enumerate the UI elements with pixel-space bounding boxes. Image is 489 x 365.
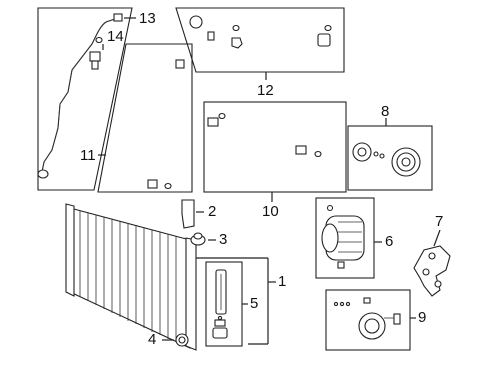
- clutch-coil-center: [364, 318, 380, 334]
- discharge-hose-group: [97, 43, 193, 193]
- callout-4: 4: [148, 331, 157, 348]
- bracket-bolt-2: [422, 268, 430, 276]
- callout-8: 8: [381, 103, 390, 120]
- suction-line-valve: [207, 31, 215, 41]
- suction-hose-fitting-right: [295, 145, 307, 155]
- suction-hose-group: [203, 101, 347, 202]
- clutch-box: [347, 125, 433, 191]
- callout-13: 13: [139, 10, 156, 27]
- compressor-bracket: [413, 245, 451, 297]
- callout-2: 2: [208, 203, 217, 220]
- coil-part-3: [345, 301, 351, 307]
- callout-7: 7: [435, 213, 444, 230]
- callout-10: 10: [262, 203, 279, 220]
- coil-clip: [363, 297, 371, 304]
- callout-3: 3: [219, 231, 228, 248]
- callout-5: 5: [250, 295, 259, 312]
- clutch-pulley-hub: [401, 157, 411, 167]
- condenser-left-tank: [65, 203, 75, 297]
- condenser-right-tank: [185, 237, 197, 351]
- suction-line-block: [317, 33, 331, 47]
- suction-line-box: [175, 7, 345, 73]
- leader-7: [433, 229, 441, 247]
- condenser-group: [65, 203, 276, 351]
- bracket-bolt-1: [428, 252, 436, 260]
- suction-hose-fitting-left: [207, 117, 219, 127]
- callout-1: 1: [278, 273, 287, 290]
- coil-connector: [393, 313, 401, 325]
- clutch-plate-hub: [357, 147, 367, 157]
- bracket-bolt-3: [434, 280, 442, 288]
- suction-hose-oring-1: [218, 112, 226, 120]
- pressure-switch-stem: [91, 60, 99, 70]
- condenser-bracket: [181, 199, 195, 229]
- liquid-line-fitting-bottom: [37, 169, 49, 179]
- suction-line-oring-1: [232, 24, 240, 32]
- callout-12: 12: [257, 82, 274, 99]
- discharge-hose: [109, 61, 181, 186]
- discharge-hose-box: [97, 43, 193, 193]
- clutch-coil-group: [325, 289, 416, 351]
- callout-11: 11: [80, 147, 96, 164]
- discharge-hose-fitting-bottom: [147, 179, 158, 189]
- compressor-box: [315, 197, 375, 279]
- suction-line-oring-2: [324, 24, 332, 32]
- pressure-switch: [89, 51, 101, 62]
- lower-cushion-inner: [178, 336, 186, 344]
- coil-part-1: [333, 301, 339, 307]
- liquid-line-box: [37, 7, 133, 191]
- suction-line-group: [175, 7, 345, 80]
- callout-9: 9: [418, 309, 427, 326]
- coil-part-2: [339, 301, 345, 307]
- liquid-line-fitting-top: [113, 13, 123, 22]
- lower-cushion-group: [162, 333, 189, 347]
- compressor-face: [321, 223, 339, 253]
- suction-line-pipe-lower: [198, 32, 321, 64]
- condenser-cushion-group: [190, 232, 216, 246]
- compressor-bracket-group: [413, 229, 451, 297]
- liquid-line-group: [37, 7, 136, 191]
- condenser-cushion-top: [193, 232, 203, 240]
- compressor-valve: [337, 261, 345, 269]
- condenser-bracket-group: [181, 199, 204, 229]
- suction-hose: [213, 120, 302, 180]
- compressor-group: [315, 197, 382, 279]
- suction-line-pipe-upper: [235, 32, 321, 50]
- suction-hose-oring-2: [314, 150, 322, 158]
- compressor-bolt: [326, 204, 334, 212]
- desiccant-oring: [217, 315, 223, 321]
- discharge-hose-oring: [164, 182, 172, 190]
- clutch-shim-2: [379, 153, 385, 159]
- discharge-hose-fitting-top: [175, 59, 185, 69]
- clutch-shim-1: [373, 151, 379, 157]
- callout-6: 6: [385, 233, 394, 250]
- desiccant-cap: [214, 319, 226, 327]
- suction-hose-box: [203, 101, 347, 193]
- suction-line-nut: [231, 37, 243, 49]
- suction-line-cap: [189, 15, 203, 29]
- clutch-coil-box: [325, 289, 411, 351]
- clutch-group: [347, 118, 433, 191]
- callout-14: 14: [107, 28, 124, 45]
- desiccant-group: [205, 261, 248, 347]
- condenser-fins: [79, 211, 177, 342]
- pressure-switch-oring: [95, 36, 103, 44]
- desiccant-plug: [212, 327, 228, 339]
